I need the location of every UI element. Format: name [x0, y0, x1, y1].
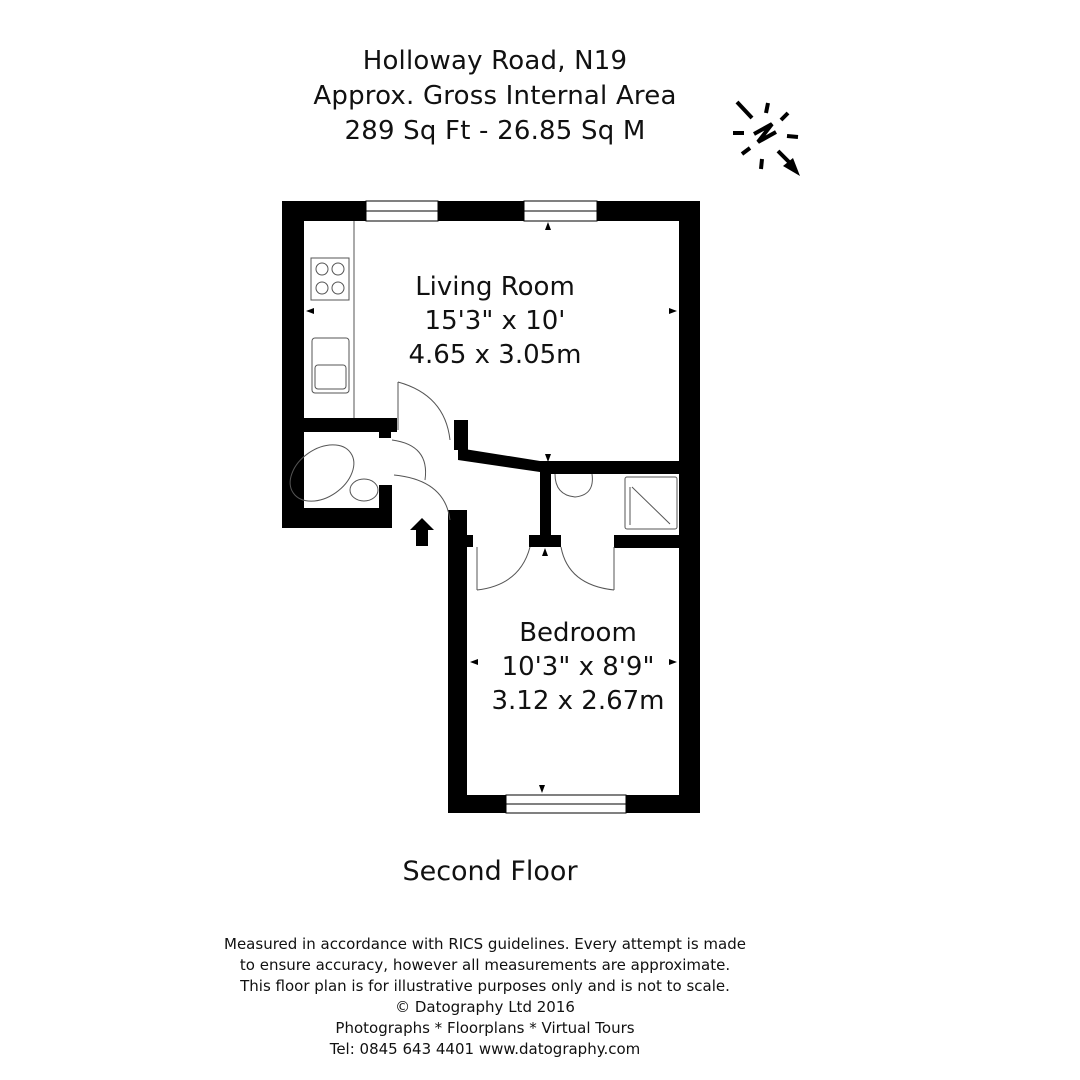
room-name: Bedroom: [519, 618, 637, 648]
room-imperial: 10'3" x 8'9": [501, 652, 655, 682]
disclaimer-line: This floor plan is for illustrative purp…: [240, 977, 730, 995]
contact-line: Tel: 0845 643 4401 www.datography.com: [329, 1040, 641, 1058]
fixtures: [289, 221, 678, 591]
room-imperial: 15'3" x 10': [424, 306, 566, 336]
disclaimer-line: to ensure accuracy, however all measurem…: [239, 956, 731, 974]
bath-basin-icon: [554, 473, 593, 498]
room-metric: 3.12 x 2.67m: [491, 686, 665, 716]
walls: [282, 201, 700, 813]
room-label-bedroom: Bedroom 10'3" x 8'9" 3.12 x 2.67m: [478, 616, 678, 718]
windows: [365, 200, 627, 814]
plan-header: Holloway Road, N19 Approx. Gross Interna…: [250, 44, 740, 149]
basin-icon: [349, 478, 379, 502]
dimension-markers: [306, 222, 677, 793]
north-arrow-icon: [733, 100, 800, 176]
disclaimer: Measured in accordance with RICS guideli…: [190, 934, 780, 1060]
area-value: 289 Sq Ft - 26.85 Sq M: [344, 116, 646, 146]
room-metric: 4.65 x 3.05m: [408, 340, 582, 370]
toilet-icon: [289, 444, 355, 502]
room-label-living-room: Living Room 15'3" x 10' 4.65 x 3.05m: [380, 270, 610, 372]
floor-label: Second Floor: [402, 856, 578, 887]
area-title: Approx. Gross Internal Area: [313, 81, 677, 111]
copyright-line: © Datography Ltd 2016: [395, 998, 575, 1016]
sink-icon: [311, 337, 350, 394]
room-name: Living Room: [415, 272, 575, 302]
address-title: Holloway Road, N19: [362, 46, 628, 76]
entrance-arrow-icon: [410, 518, 434, 546]
hob-icon: [310, 257, 350, 301]
services-line: Photographs * Floorplans * Virtual Tours: [335, 1019, 635, 1037]
shower-icon: [624, 476, 678, 530]
disclaimer-line: Measured in accordance with RICS guideli…: [224, 935, 746, 953]
